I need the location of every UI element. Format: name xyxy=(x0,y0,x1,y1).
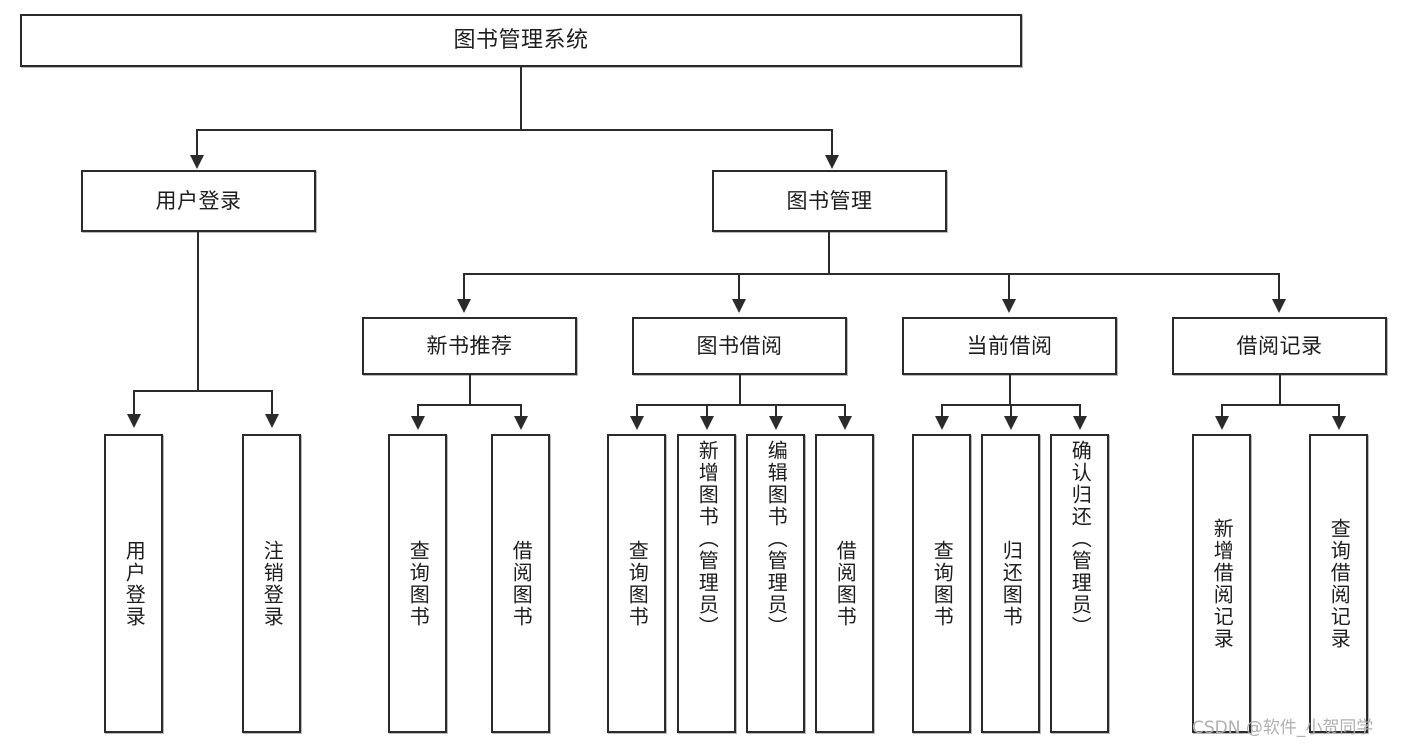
connector-bookmgmt-bus xyxy=(463,273,1280,275)
connector-currentborrow-to-leaf1 xyxy=(941,404,943,418)
connector-newbook-to-leaf2 xyxy=(520,404,522,418)
arrow-bookborrow-to-leaf4 xyxy=(838,416,852,430)
node-book-borrow[interactable]: 图书借阅 xyxy=(632,317,847,375)
node-label: 新书推荐 xyxy=(426,333,513,358)
arrow-newbook-to-leaf2 xyxy=(514,416,528,430)
node-label: 查询图书 xyxy=(406,539,431,628)
node-leaf-return-book[interactable]: 归还图书 xyxy=(981,434,1040,733)
node-label: 当前借阅 xyxy=(966,333,1053,358)
node-label: 新增图书（管理员） xyxy=(695,440,720,638)
node-label: 图书管理 xyxy=(786,188,873,213)
node-label: 借阅图书 xyxy=(833,539,858,628)
connector-bookmgmt-stem xyxy=(828,232,830,275)
connector-bookborrow-stem xyxy=(739,375,741,406)
arrow-root-to-bookmgmt xyxy=(825,155,839,169)
arrow-currentborrow-to-leaf3 xyxy=(1073,416,1087,430)
node-current-borrow[interactable]: 当前借阅 xyxy=(902,317,1117,375)
arrow-login-to-leaf2 xyxy=(265,414,279,428)
node-book-management[interactable]: 图书管理 xyxy=(712,170,947,232)
node-leaf-query-book-borrow[interactable]: 查询图书 xyxy=(607,434,666,733)
connector-bookborrow-to-leaf3 xyxy=(775,404,777,418)
connector-bookmgmt-to-l3-4 xyxy=(1278,273,1280,301)
watermark-csdn: CSDN @软件_小贺同学 xyxy=(1192,718,1374,738)
node-label: 编辑图书（管理员） xyxy=(764,440,789,638)
node-label: 查询图书 xyxy=(930,539,955,628)
arrow-bookborrow-to-leaf3 xyxy=(769,416,783,430)
node-leaf-edit-book-admin[interactable]: 编辑图书（管理员） xyxy=(746,434,805,733)
connector-newbook-stem xyxy=(469,375,471,406)
connector-root-stem xyxy=(520,67,522,129)
connector-bookborrow-to-leaf1 xyxy=(636,404,638,418)
arrow-bookmgmt-to-l3-2 xyxy=(732,299,746,313)
arrow-root-to-login xyxy=(190,155,204,169)
node-label: 查询图书 xyxy=(625,539,650,628)
connector-bookborrow-bus xyxy=(636,404,846,406)
connector-login-to-leaf2 xyxy=(271,390,273,416)
node-label: 图书借阅 xyxy=(696,333,783,358)
connector-borrowrecord-to-leaf1 xyxy=(1221,404,1223,418)
node-leaf-confirm-return-admin[interactable]: 确认归还（管理员） xyxy=(1050,434,1109,733)
node-leaf-logout[interactable]: 注销登录 xyxy=(242,434,301,733)
node-leaf-add-borrow-record[interactable]: 新增借阅记录 xyxy=(1192,434,1251,733)
connector-newbook-bus xyxy=(417,404,522,406)
arrow-borrowrecord-to-leaf1 xyxy=(1215,416,1229,430)
arrow-bookmgmt-to-l3-4 xyxy=(1272,299,1286,313)
node-leaf-borrow-book-recommend[interactable]: 借阅图书 xyxy=(491,434,550,733)
arrow-bookmgmt-to-l3-3 xyxy=(1002,299,1016,313)
node-label: 注销登录 xyxy=(260,539,285,628)
connector-borrowrecord-to-leaf2 xyxy=(1338,404,1340,418)
connector-bookborrow-to-leaf2 xyxy=(706,404,708,418)
node-label: 用户登录 xyxy=(155,188,242,213)
connector-root-bus xyxy=(196,129,833,131)
node-root-system[interactable]: 图书管理系统 xyxy=(20,14,1022,67)
arrow-currentborrow-to-leaf2 xyxy=(1004,416,1018,430)
node-label: 用户登录 xyxy=(122,539,147,628)
node-borrow-record[interactable]: 借阅记录 xyxy=(1172,317,1387,375)
connector-borrowrecord-stem xyxy=(1279,375,1281,406)
node-leaf-query-borrow-record[interactable]: 查询借阅记录 xyxy=(1309,434,1368,733)
arrow-newbook-to-leaf1 xyxy=(411,416,425,430)
connector-login-bus xyxy=(133,390,273,392)
connector-newbook-to-leaf1 xyxy=(417,404,419,418)
connector-root-to-bookmgmt xyxy=(831,129,833,157)
arrow-bookborrow-to-leaf1 xyxy=(630,416,644,430)
arrow-bookborrow-to-leaf2 xyxy=(700,416,714,430)
arrow-bookmgmt-to-l3-1 xyxy=(457,299,471,313)
connector-bookmgmt-to-l3-3 xyxy=(1008,273,1010,301)
connector-login-to-leaf1 xyxy=(133,390,135,416)
node-label: 确认归还（管理员） xyxy=(1068,440,1093,638)
connector-currentborrow-stem xyxy=(1009,375,1011,406)
node-label: 查询借阅记录 xyxy=(1327,517,1352,650)
node-leaf-user-login[interactable]: 用户登录 xyxy=(104,434,163,733)
node-user-login[interactable]: 用户登录 xyxy=(81,170,316,232)
connector-bookborrow-to-leaf4 xyxy=(844,404,846,418)
connector-borrowrecord-bus xyxy=(1221,404,1338,406)
connector-root-to-login xyxy=(196,129,198,157)
arrow-login-to-leaf1 xyxy=(127,414,141,428)
connector-currentborrow-to-leaf2 xyxy=(1010,404,1012,418)
arrow-borrowrecord-to-leaf2 xyxy=(1332,416,1346,430)
node-leaf-query-book-current[interactable]: 查询图书 xyxy=(912,434,971,733)
connector-currentborrow-to-leaf3 xyxy=(1079,404,1081,418)
node-label: 借阅图书 xyxy=(509,539,534,628)
node-leaf-borrow-book[interactable]: 借阅图书 xyxy=(815,434,874,733)
node-label: 图书管理系统 xyxy=(453,27,589,53)
node-new-book-recommend[interactable]: 新书推荐 xyxy=(362,317,577,375)
node-leaf-query-book-recommend[interactable]: 查询图书 xyxy=(388,434,447,733)
connector-bookmgmt-to-l3-1 xyxy=(463,273,465,301)
node-label: 归还图书 xyxy=(999,539,1024,628)
node-label: 借阅记录 xyxy=(1236,333,1323,358)
arrow-currentborrow-to-leaf1 xyxy=(935,416,949,430)
connector-bookmgmt-to-l3-2 xyxy=(738,273,740,301)
node-label: 新增借阅记录 xyxy=(1210,517,1235,650)
node-leaf-add-book-admin[interactable]: 新增图书（管理员） xyxy=(677,434,736,733)
connector-login-stem xyxy=(197,232,199,392)
